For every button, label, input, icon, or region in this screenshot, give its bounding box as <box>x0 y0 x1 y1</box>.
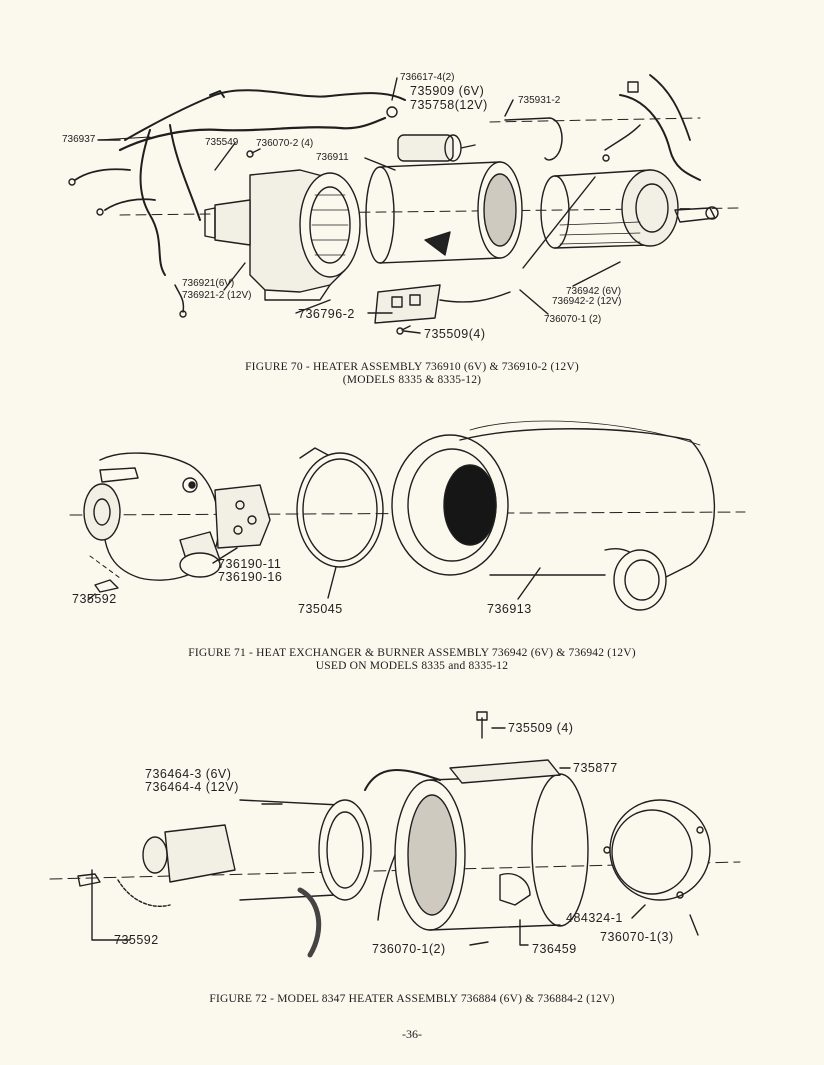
part-label-735509: 735509(4) <box>424 327 486 341</box>
part-label-736190-16: 736190-16 <box>218 570 283 584</box>
part-label-736190-11: 736190-11 <box>218 557 282 571</box>
part-label-735592: 735592 <box>72 592 117 606</box>
part-label-736070-1-3: 736070-1(3) <box>600 930 674 944</box>
part-label-736459: 736459 <box>532 942 577 956</box>
part-label-736921-12v: 736921-2 (12V) <box>182 290 252 301</box>
part-label-735877: 735877 <box>573 761 618 775</box>
part-label-736942-12v: 736942-2 (12V) <box>552 296 622 307</box>
part-label-736913: 736913 <box>487 602 532 616</box>
figure-70-drawing <box>68 74 741 335</box>
part-label-736617: 736617-4(2) <box>400 72 455 83</box>
part-label-736464-4: 736464-4 (12V) <box>145 780 239 794</box>
figure-71-caption: FIGURE 71 - HEAT EXCHANGER & BURNER ASSE… <box>188 647 636 659</box>
part-label-736070-1: 736070-1 (2) <box>544 314 602 325</box>
figure-72-caption: FIGURE 72 - MODEL 8347 HEATER ASSEMBLY 7… <box>209 993 615 1005</box>
part-label-736070-1-2: 736070-1(2) <box>372 942 446 956</box>
figure-71-caption-models: USED ON MODELS 8335 and 8335-12 <box>315 660 509 672</box>
part-label-735931: 735931-2 <box>518 95 561 106</box>
page-number: -36- <box>402 1027 422 1041</box>
part-label-736464-3: 736464-3 (6V) <box>145 767 232 781</box>
part-label-735045: 735045 <box>298 602 343 616</box>
part-label-736921-6v: 736921(6V) <box>182 278 235 289</box>
part-label-735909: 735909 (6V) <box>410 84 485 98</box>
part-label-484324: 484324-1 <box>566 911 623 925</box>
figure-72-drawing <box>49 711 741 958</box>
figure-71-drawing <box>69 420 746 611</box>
part-label-735549: 735549 <box>205 137 239 148</box>
figure-70-caption-models: (MODELS 8335 & 8335-12) <box>342 374 482 386</box>
part-label-736911: 736911 <box>316 152 349 163</box>
part-label-736942-6v: 736942 (6V) <box>566 286 622 297</box>
part-label-736070-2: 736070-2 (4) <box>256 138 314 149</box>
figure-70-caption: FIGURE 70 - HEATER ASSEMBLY 736910 (6V) … <box>245 361 579 373</box>
part-label-735509-fig72: 735509 (4) <box>508 721 574 735</box>
part-label-735758: 735758(12V) <box>410 98 488 112</box>
part-label-736796: 736796-2 <box>298 307 355 321</box>
part-label-736937: 736937 <box>62 134 96 145</box>
part-label-735592-fig72: 735592 <box>114 933 159 947</box>
